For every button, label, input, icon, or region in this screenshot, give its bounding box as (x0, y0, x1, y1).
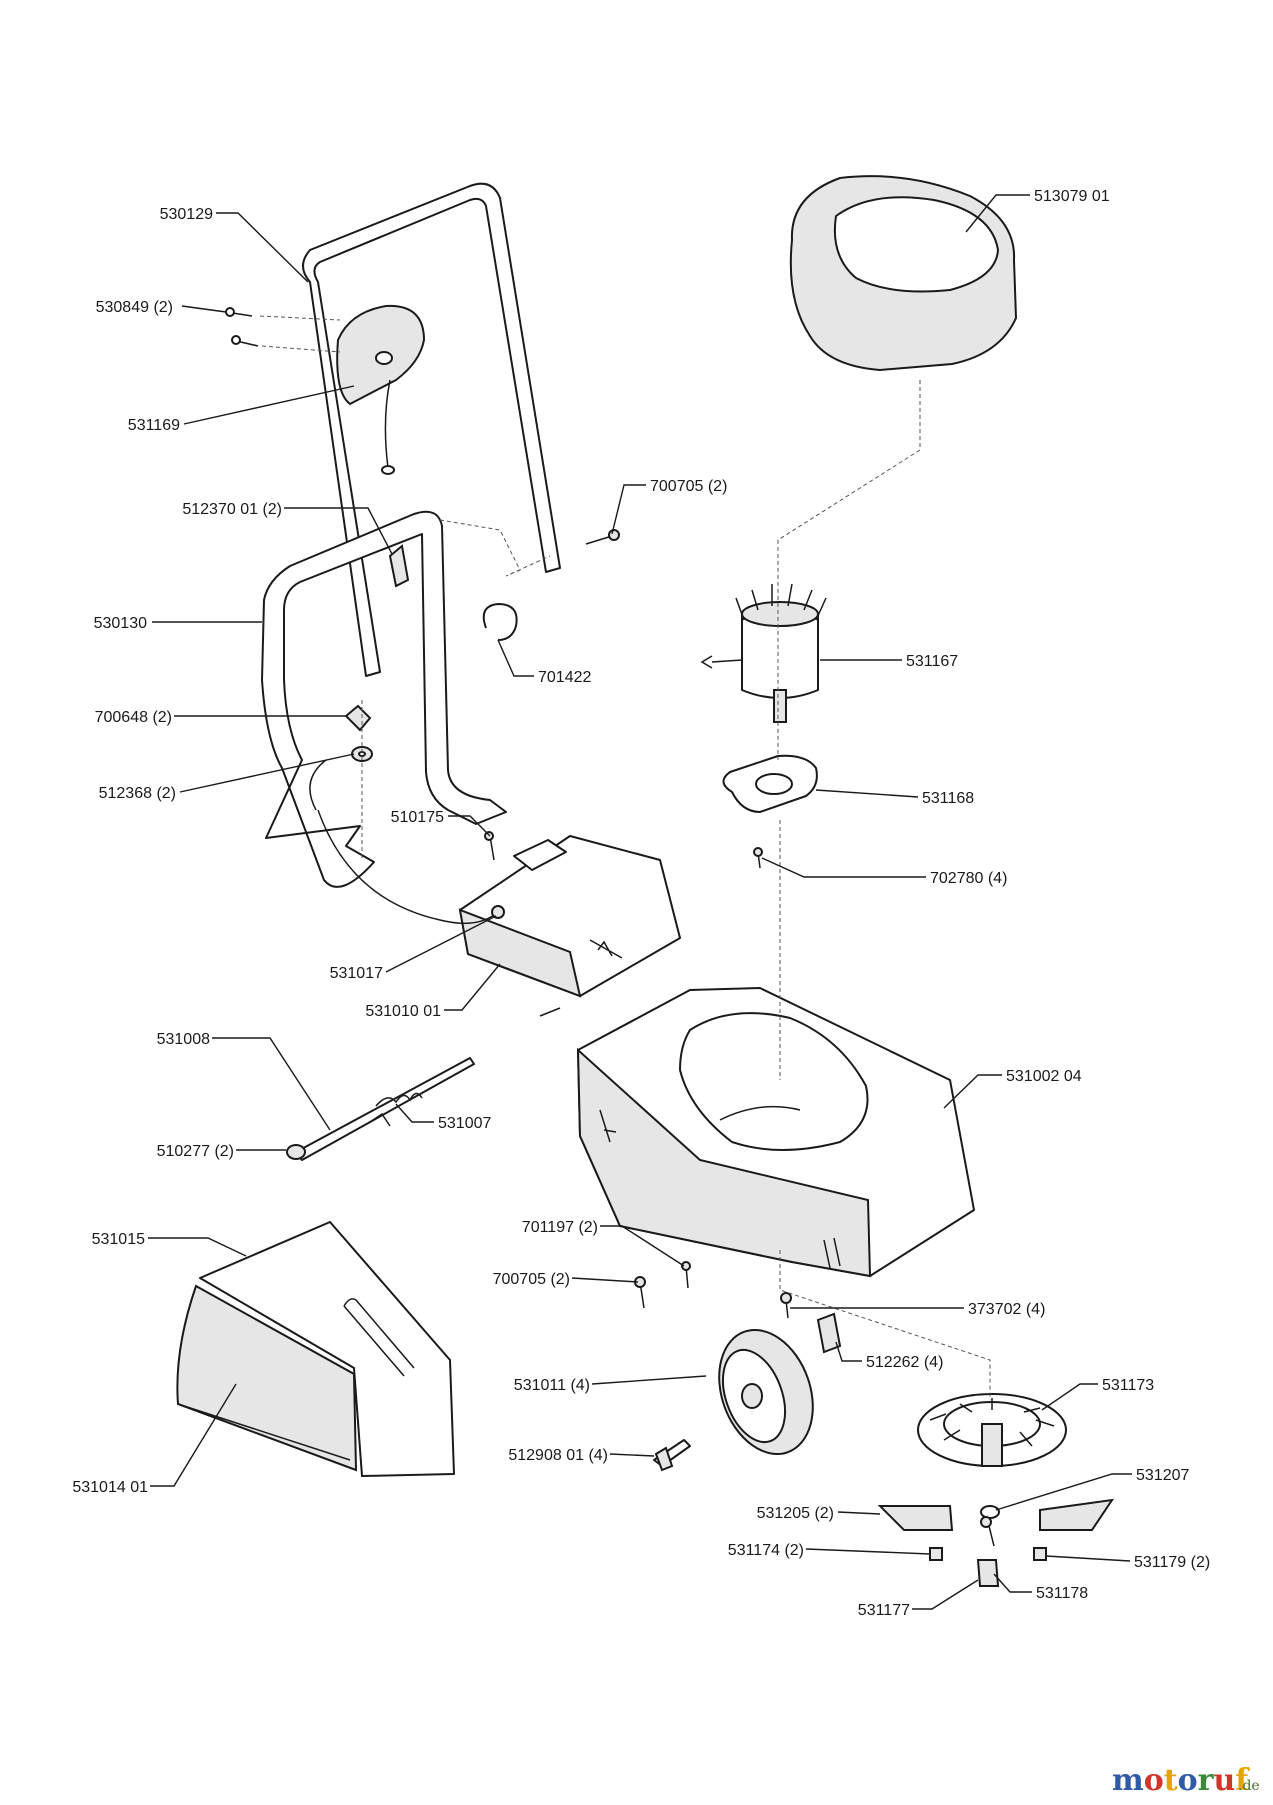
label-531178: 531178 (1036, 1585, 1088, 1602)
screw-700705-top-drawing (585, 529, 620, 545)
screw-702780-drawing (753, 847, 763, 869)
label-512368: 512368 (2) (99, 785, 176, 802)
label-531011: 531011 (4) (514, 1377, 590, 1394)
screw-510175-drawing (484, 831, 495, 861)
label-530849: 530849 (2) (96, 299, 173, 316)
label-513079: 513079 01 (1034, 188, 1110, 205)
label-531017: 531017 (330, 965, 383, 982)
screws-701197-700705-drawing (634, 1261, 691, 1309)
bolt-531178-drawing (980, 1516, 995, 1547)
label-701422: 701422 (538, 669, 591, 686)
flange-531168-drawing (722, 754, 818, 813)
label-531174: 531174 (2) (728, 1542, 804, 1559)
part-labels: 530129 530849 (2) 531169 512370 01 (2) 5… (72, 188, 1210, 1619)
axle-bolt-512908-drawing (653, 1439, 691, 1472)
axle-drawing (295, 1057, 475, 1161)
label-531008: 531008 (157, 1031, 210, 1048)
clip-701422-drawing (482, 603, 518, 641)
assembly-lines (259, 315, 991, 1400)
label-531167: 531167 (906, 653, 958, 670)
label-530130: 530130 (94, 615, 147, 632)
label-531010: 531010 01 (365, 1003, 441, 1020)
label-510175: 510175 (391, 809, 444, 826)
logo-tld: .de (1238, 1778, 1260, 1794)
label-531007: 531007 (438, 1115, 491, 1132)
screws-530849-drawing (225, 307, 259, 347)
label-701197: 701197 (2) (522, 1219, 598, 1236)
label-512908: 512908 01 (4) (508, 1447, 608, 1464)
wheel-drawing (718, 1329, 814, 1455)
grass-bag-frame-drawing (199, 1221, 455, 1477)
label-510277: 510277 (2) (157, 1143, 234, 1160)
cable-531017-drawing (317, 809, 505, 925)
switch-box-drawing (458, 835, 681, 1017)
lower-handle-drawing (261, 510, 507, 888)
label-530129: 530129 (160, 206, 213, 223)
label-531168: 531168 (922, 790, 974, 807)
leader-lines (148, 194, 1132, 1610)
grass-bag-drawing (176, 1284, 358, 1472)
label-512262: 512262 (4) (866, 1354, 943, 1371)
logo-wordmark: motoruf (1112, 1763, 1250, 1798)
label-700705-top: 700705 (2) (650, 478, 727, 495)
label-531015: 531015 (92, 1231, 145, 1248)
motor-cover-drawing (789, 175, 1018, 372)
hub-531177-drawing (976, 1559, 1000, 1587)
label-700648: 700648 (2) (95, 709, 172, 726)
label-531179: 531179 (2) (1134, 1554, 1210, 1571)
label-531173: 531173 (1102, 1377, 1154, 1394)
screw-373702-drawing (780, 1292, 792, 1319)
washer-512368-drawing (351, 746, 373, 762)
bracket-512262-drawing (816, 1312, 842, 1354)
nut-531174-drawing (929, 1547, 943, 1561)
motor-drawing (700, 583, 827, 723)
blade-right-drawing (1039, 1498, 1115, 1531)
upper-handle-drawing (302, 182, 561, 677)
label-512370: 512370 01 (2) (182, 501, 282, 518)
label-700705-bottom: 700705 (2) (493, 1271, 570, 1288)
fan-drawing (917, 1393, 1067, 1467)
label-531177: 531177 (858, 1602, 910, 1619)
cable-clip-531169-drawing (336, 304, 426, 475)
label-531014: 531014 01 (72, 1479, 148, 1496)
label-531205: 531205 (2) (757, 1505, 834, 1522)
motoruf-logo: motoruf .de (1112, 1763, 1260, 1798)
knob-512370-drawing (388, 544, 410, 588)
label-531002: 531002 04 (1006, 1068, 1082, 1085)
label-702780: 702780 (4) (930, 870, 1007, 887)
blade-left-drawing (877, 1505, 954, 1531)
washer-531207-drawing (980, 1505, 1000, 1519)
deck-drawing (576, 987, 975, 1278)
label-373702: 373702 (4) (968, 1301, 1045, 1318)
nut-531179-drawing (1033, 1547, 1047, 1561)
label-531207: 531207 (1136, 1467, 1189, 1484)
washer-510277-drawing (286, 1144, 306, 1160)
label-531169: 531169 (128, 417, 180, 434)
wing-nut-700648-drawing (344, 704, 372, 732)
